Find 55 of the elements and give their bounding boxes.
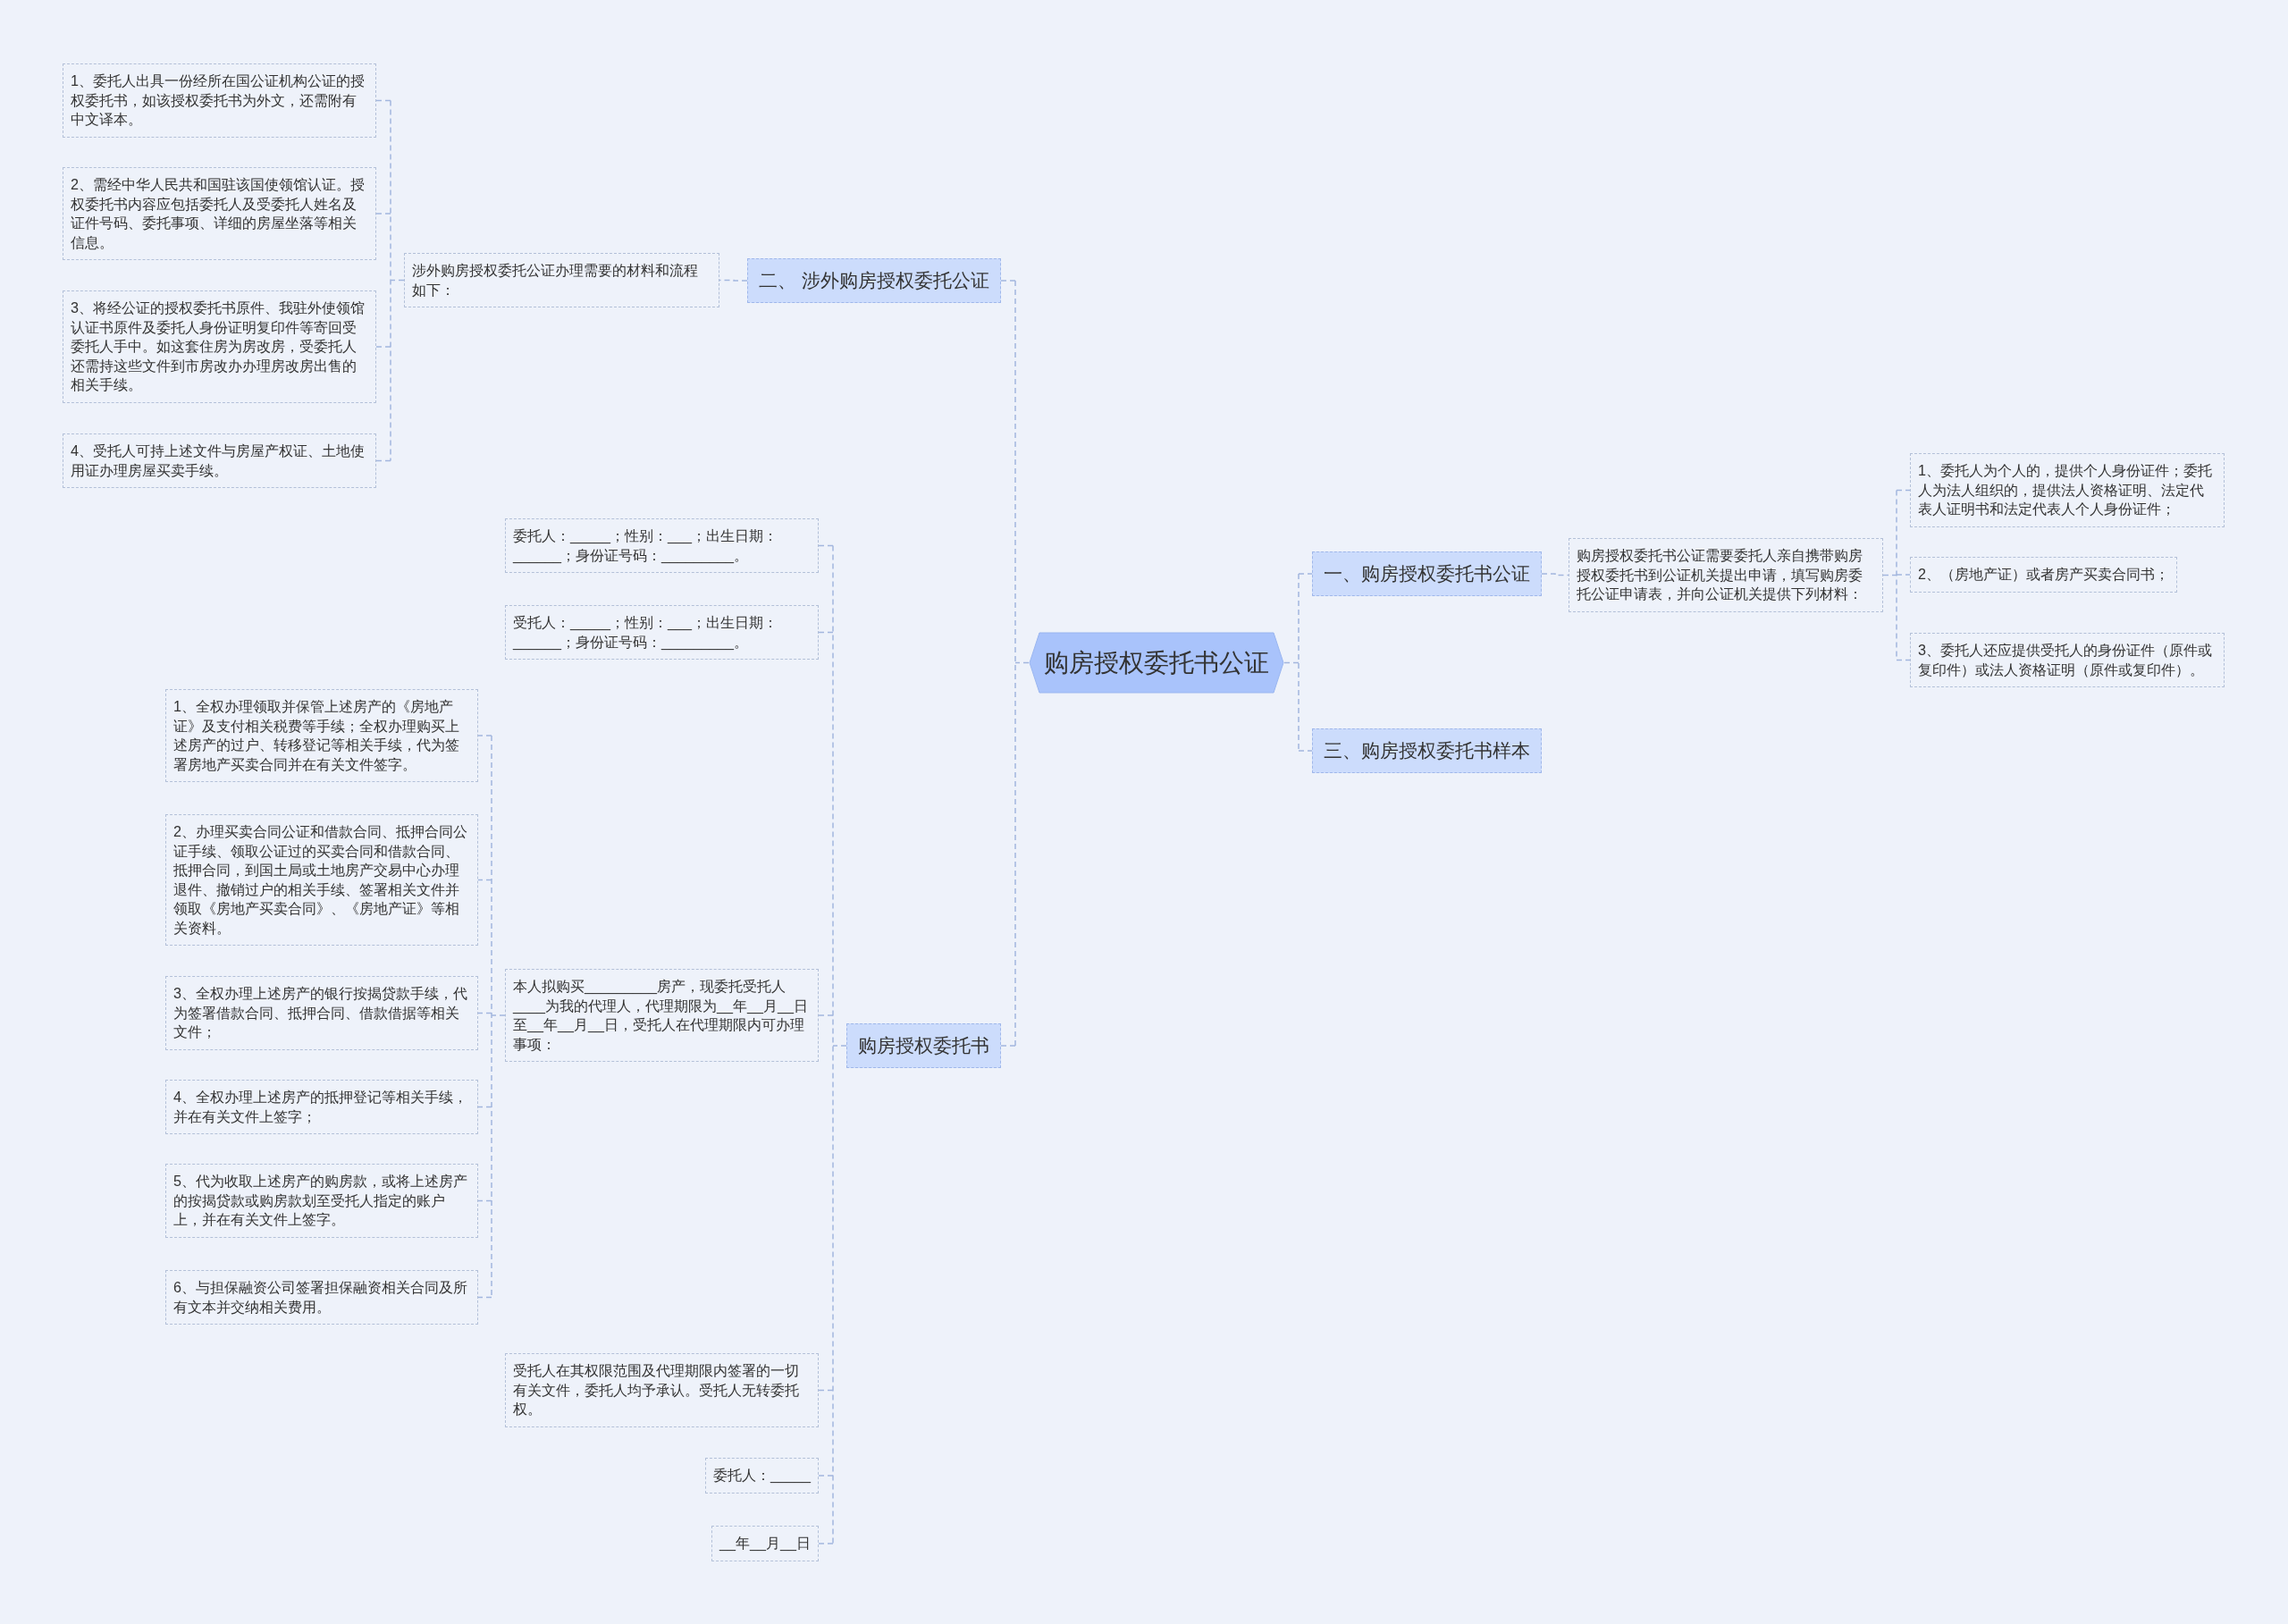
text-box: 1、委托人为个人的，提供个人身份证件；委托人为法人组织的，提供法人资格证明、法定代表人证明书和法定代表人个人身份证件； <box>1910 453 2225 527</box>
text-box: 4、全权办理上述房产的抵押登记等相关手续，并在有关文件上签字； <box>165 1080 478 1134</box>
text-box: 2、办理买卖合同公证和借款合同、抵押合同公证手续、领取公证过的买卖合同和借款合同、抵押合同，到国土局或土地房产交易中心办理退件、撤销过户的相关手续、签署相关文件并领取《房地产买卖合同》、《房地产证》等相关资料。 <box>165 814 478 946</box>
connector-line <box>818 1014 834 1016</box>
connector-line <box>818 1475 834 1477</box>
connector-line <box>818 1389 834 1392</box>
connector-line <box>1000 280 1016 282</box>
connector-line <box>477 735 492 736</box>
connector-line <box>375 99 391 102</box>
text-box: 受托人：_____；性别：___；出生日期：______；身份证号码：_________。 <box>505 605 819 660</box>
text-box: 本人拟购买_________房产，现委托受托人____为我的代理人，代理期限为__年__月__日至__年__月__日，受托人在代理期限内可办理事项： <box>505 969 819 1062</box>
connector-line <box>1014 280 1030 1047</box>
text-box: 委托人：_____；性别：___；出生日期：______；身份证号码：_________。 <box>505 518 819 573</box>
topic-box: 购房授权委托书 <box>846 1023 1001 1068</box>
connector-line <box>477 1296 492 1299</box>
connector-line <box>1000 1045 1016 1047</box>
connector-line <box>477 1199 492 1202</box>
text-box: 1、委托人出具一份经所在国公证机构公证的授权委托书，如该授权委托书为外文，还需附有中文译本。 <box>63 63 376 138</box>
text-box: 委托人：_____ <box>705 1458 819 1494</box>
text-box: 4、受托人可持上述文件与房屋产权证、土地使用证办理房屋买卖手续。 <box>63 433 376 488</box>
connector-line <box>1541 573 1569 576</box>
text-box: 3、全权办理上述房产的银行按揭贷款手续，代为签署借款合同、抵押合同、借款借据等相关文件； <box>165 976 478 1050</box>
connector-line <box>818 631 834 634</box>
connector-line <box>818 1543 834 1544</box>
topic-hexagon: 购房授权委托书公证 <box>1029 632 1284 694</box>
connector-line <box>1896 489 1911 492</box>
text-box: 涉外购房授权委托公证办理需要的材料和流程如下： <box>404 253 719 307</box>
connector-line <box>719 279 748 282</box>
text-box: 受托人在其权限范围及代理期限内签署的一切有关文件，委托人均予承认。受托人无转委托权。 <box>505 1353 819 1427</box>
connector-line <box>375 346 391 348</box>
text-box: 6、与担保融资公司签署担保融资相关合同及所有文本并交纳相关费用。 <box>165 1270 478 1325</box>
text-box: 5、代为收取上述房产的购房款，或将上述房产的按揭贷款或购房款划至受托人指定的账户上，并在有关文件上签字。 <box>165 1164 478 1238</box>
text-box: 1、全权办理领取并保管上述房产的《房地产证》及支付相关税费等手续；全权办理购买上述房产的过户、转移登记等相关手续，代为签署房地产买卖合同并在有关文件签字。 <box>165 689 478 782</box>
connector-line <box>832 544 847 1544</box>
connector-line <box>477 879 492 881</box>
connector-line <box>1298 750 1313 752</box>
connector-line <box>818 544 834 547</box>
connector-line <box>477 1012 492 1014</box>
text-box: __年__月__日 <box>711 1526 820 1561</box>
connector-line <box>477 1106 492 1108</box>
connector-line <box>390 99 405 462</box>
topic-box: 一、购房授权委托书公证 <box>1312 551 1542 596</box>
connector-line <box>1896 659 1911 661</box>
text-box: 3、委托人还应提供受托人的身份证件（原件或复印件）或法人资格证明（原件或复印件）。 <box>1910 633 2225 687</box>
text-box: 2、需经中华人民共和国驻该国使领馆认证。授权委托书内容应包括委托人及受委托人姓名及证件号码、委托事项、详细的房屋坐落等相关信息。 <box>63 167 376 260</box>
topic-box: 三、购房授权委托书样本 <box>1312 728 1542 773</box>
topic-box: 二、 涉外购房授权委托公证 <box>747 258 1001 303</box>
text-box: 3、将经公证的授权委托书原件、我驻外使领馆认证书原件及委托人身份证明复印件等寄回受委托人手中。如这套住房为房改房，受委托人还需持这些文件到市房改办办理房改房出售的相关手续。 <box>63 290 376 403</box>
connector-line <box>1298 573 1313 575</box>
connector-line <box>1896 574 1911 576</box>
text-box: 购房授权委托书公证需要委托人亲自携带购房授权委托书到公证机关提出申请，填写购房委托公证申请表，并向公证机关提供下列材料： <box>1569 538 1883 612</box>
connector-line <box>1283 573 1300 752</box>
connector-line <box>375 459 391 462</box>
text-box: 2、（房地产证）或者房产买卖合同书； <box>1910 557 2177 593</box>
connector-line <box>375 213 391 215</box>
